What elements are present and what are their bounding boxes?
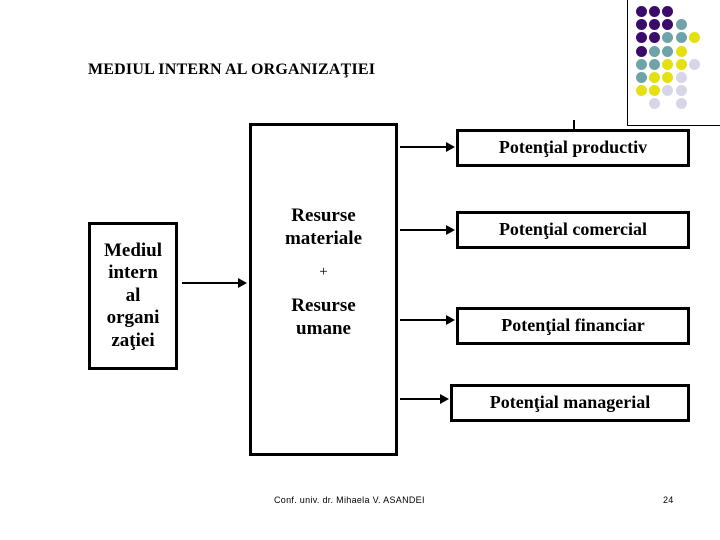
connector-line-comercial bbox=[400, 229, 448, 231]
decorative-dot bbox=[675, 32, 687, 44]
decorative-dot bbox=[675, 72, 687, 83]
decorative-dot bbox=[636, 85, 647, 97]
connector-line-managerial bbox=[400, 398, 442, 400]
diagram-box-resurse-content: Resurse materiale + Resurse umane bbox=[252, 204, 395, 340]
diagram-box-mediul-intern: Mediul intern al organi zaţiei bbox=[88, 222, 178, 370]
decorative-dot bbox=[649, 85, 661, 97]
diagram-box-potential-productiv: Potenţial productiv bbox=[456, 129, 690, 167]
mediul-intern-line-1: Mediul bbox=[103, 239, 163, 261]
potential-managerial-label: Potenţial managerial bbox=[489, 392, 651, 413]
decorative-dot bbox=[688, 58, 700, 70]
arrowhead-comercial bbox=[446, 225, 455, 235]
decorative-dot bbox=[688, 32, 700, 44]
connector-line-mediul-to-resurse bbox=[182, 282, 242, 284]
decorative-dot bbox=[649, 6, 661, 17]
decorative-dot bbox=[649, 32, 661, 44]
decorative-dot bbox=[649, 45, 661, 57]
decorative-dot bbox=[675, 45, 687, 57]
resurse-materiale-line-1: Resurse bbox=[291, 205, 356, 226]
arrowhead-mediul-to-resurse bbox=[238, 278, 247, 288]
decorative-dot bbox=[636, 32, 647, 44]
potential-productiv-label: Potenţial productiv bbox=[498, 137, 648, 158]
decorative-dot bbox=[675, 58, 687, 70]
footer-page-number: 24 bbox=[663, 495, 674, 505]
connector-line-productiv bbox=[400, 146, 448, 148]
decorative-dot bbox=[649, 58, 661, 70]
resurse-materiale-group: Resurse materiale bbox=[252, 204, 395, 250]
diagram-box-mediul-intern-label: Mediul intern al organi zaţiei bbox=[104, 240, 162, 352]
decorative-dot-grid bbox=[636, 6, 720, 110]
decorative-dot bbox=[662, 32, 674, 44]
decorative-dot bbox=[636, 72, 647, 83]
mediul-intern-line-4: organi bbox=[106, 307, 160, 329]
diagram-box-potential-financiar: Potenţial financiar bbox=[456, 307, 690, 345]
decorative-dot bbox=[662, 19, 674, 31]
decorative-dot bbox=[675, 19, 687, 31]
decorative-vertical-rule bbox=[627, 0, 628, 126]
decorative-dot bbox=[649, 72, 661, 83]
decorative-dot bbox=[662, 72, 674, 83]
arrowhead-managerial bbox=[440, 394, 449, 404]
page-title: MEDIUL INTERN AL ORGANIZAŢIEI bbox=[88, 61, 376, 78]
decorative-dot bbox=[636, 6, 647, 17]
decorative-dot bbox=[636, 45, 647, 57]
connector-line-financiar bbox=[400, 319, 448, 321]
resurse-umane-line-2: umane bbox=[296, 318, 351, 340]
decorative-dot bbox=[636, 19, 647, 31]
plus-operator: + bbox=[319, 264, 328, 281]
decorative-dot bbox=[675, 98, 687, 110]
diagram-box-potential-managerial: Potenţial managerial bbox=[450, 384, 690, 422]
decorative-dot bbox=[649, 19, 661, 31]
decorative-dot bbox=[649, 98, 661, 110]
resurse-umane-line-1: Resurse bbox=[291, 295, 356, 317]
decorative-dot bbox=[636, 58, 647, 70]
resurse-umane-group: Resurse umane bbox=[252, 294, 395, 340]
footer-author: Conf. univ. dr. Mihaela V. ASANDEI bbox=[274, 495, 425, 505]
diagram-box-resurse: Resurse materiale + Resurse umane bbox=[249, 123, 398, 456]
decorative-dot bbox=[675, 85, 687, 97]
potential-comercial-label: Potenţial comercial bbox=[498, 219, 648, 240]
mediul-intern-line-3: al bbox=[125, 284, 141, 306]
connector-stub-productiv bbox=[573, 120, 575, 131]
potential-financiar-label: Potenţial financiar bbox=[501, 315, 645, 336]
decorative-dot bbox=[662, 85, 674, 97]
mediul-intern-line-5: zaţiei bbox=[111, 329, 155, 351]
decorative-dot bbox=[662, 45, 674, 57]
arrowhead-financiar bbox=[446, 315, 455, 325]
decorative-dot bbox=[662, 6, 674, 17]
mediul-intern-line-2: intern bbox=[108, 262, 158, 284]
decorative-horizontal-rule bbox=[627, 125, 720, 126]
arrowhead-productiv bbox=[446, 142, 455, 152]
decorative-dot bbox=[662, 58, 674, 70]
resurse-materiale-line-2: materiale bbox=[284, 228, 362, 250]
diagram-box-potential-comercial: Potenţial comercial bbox=[456, 211, 690, 249]
